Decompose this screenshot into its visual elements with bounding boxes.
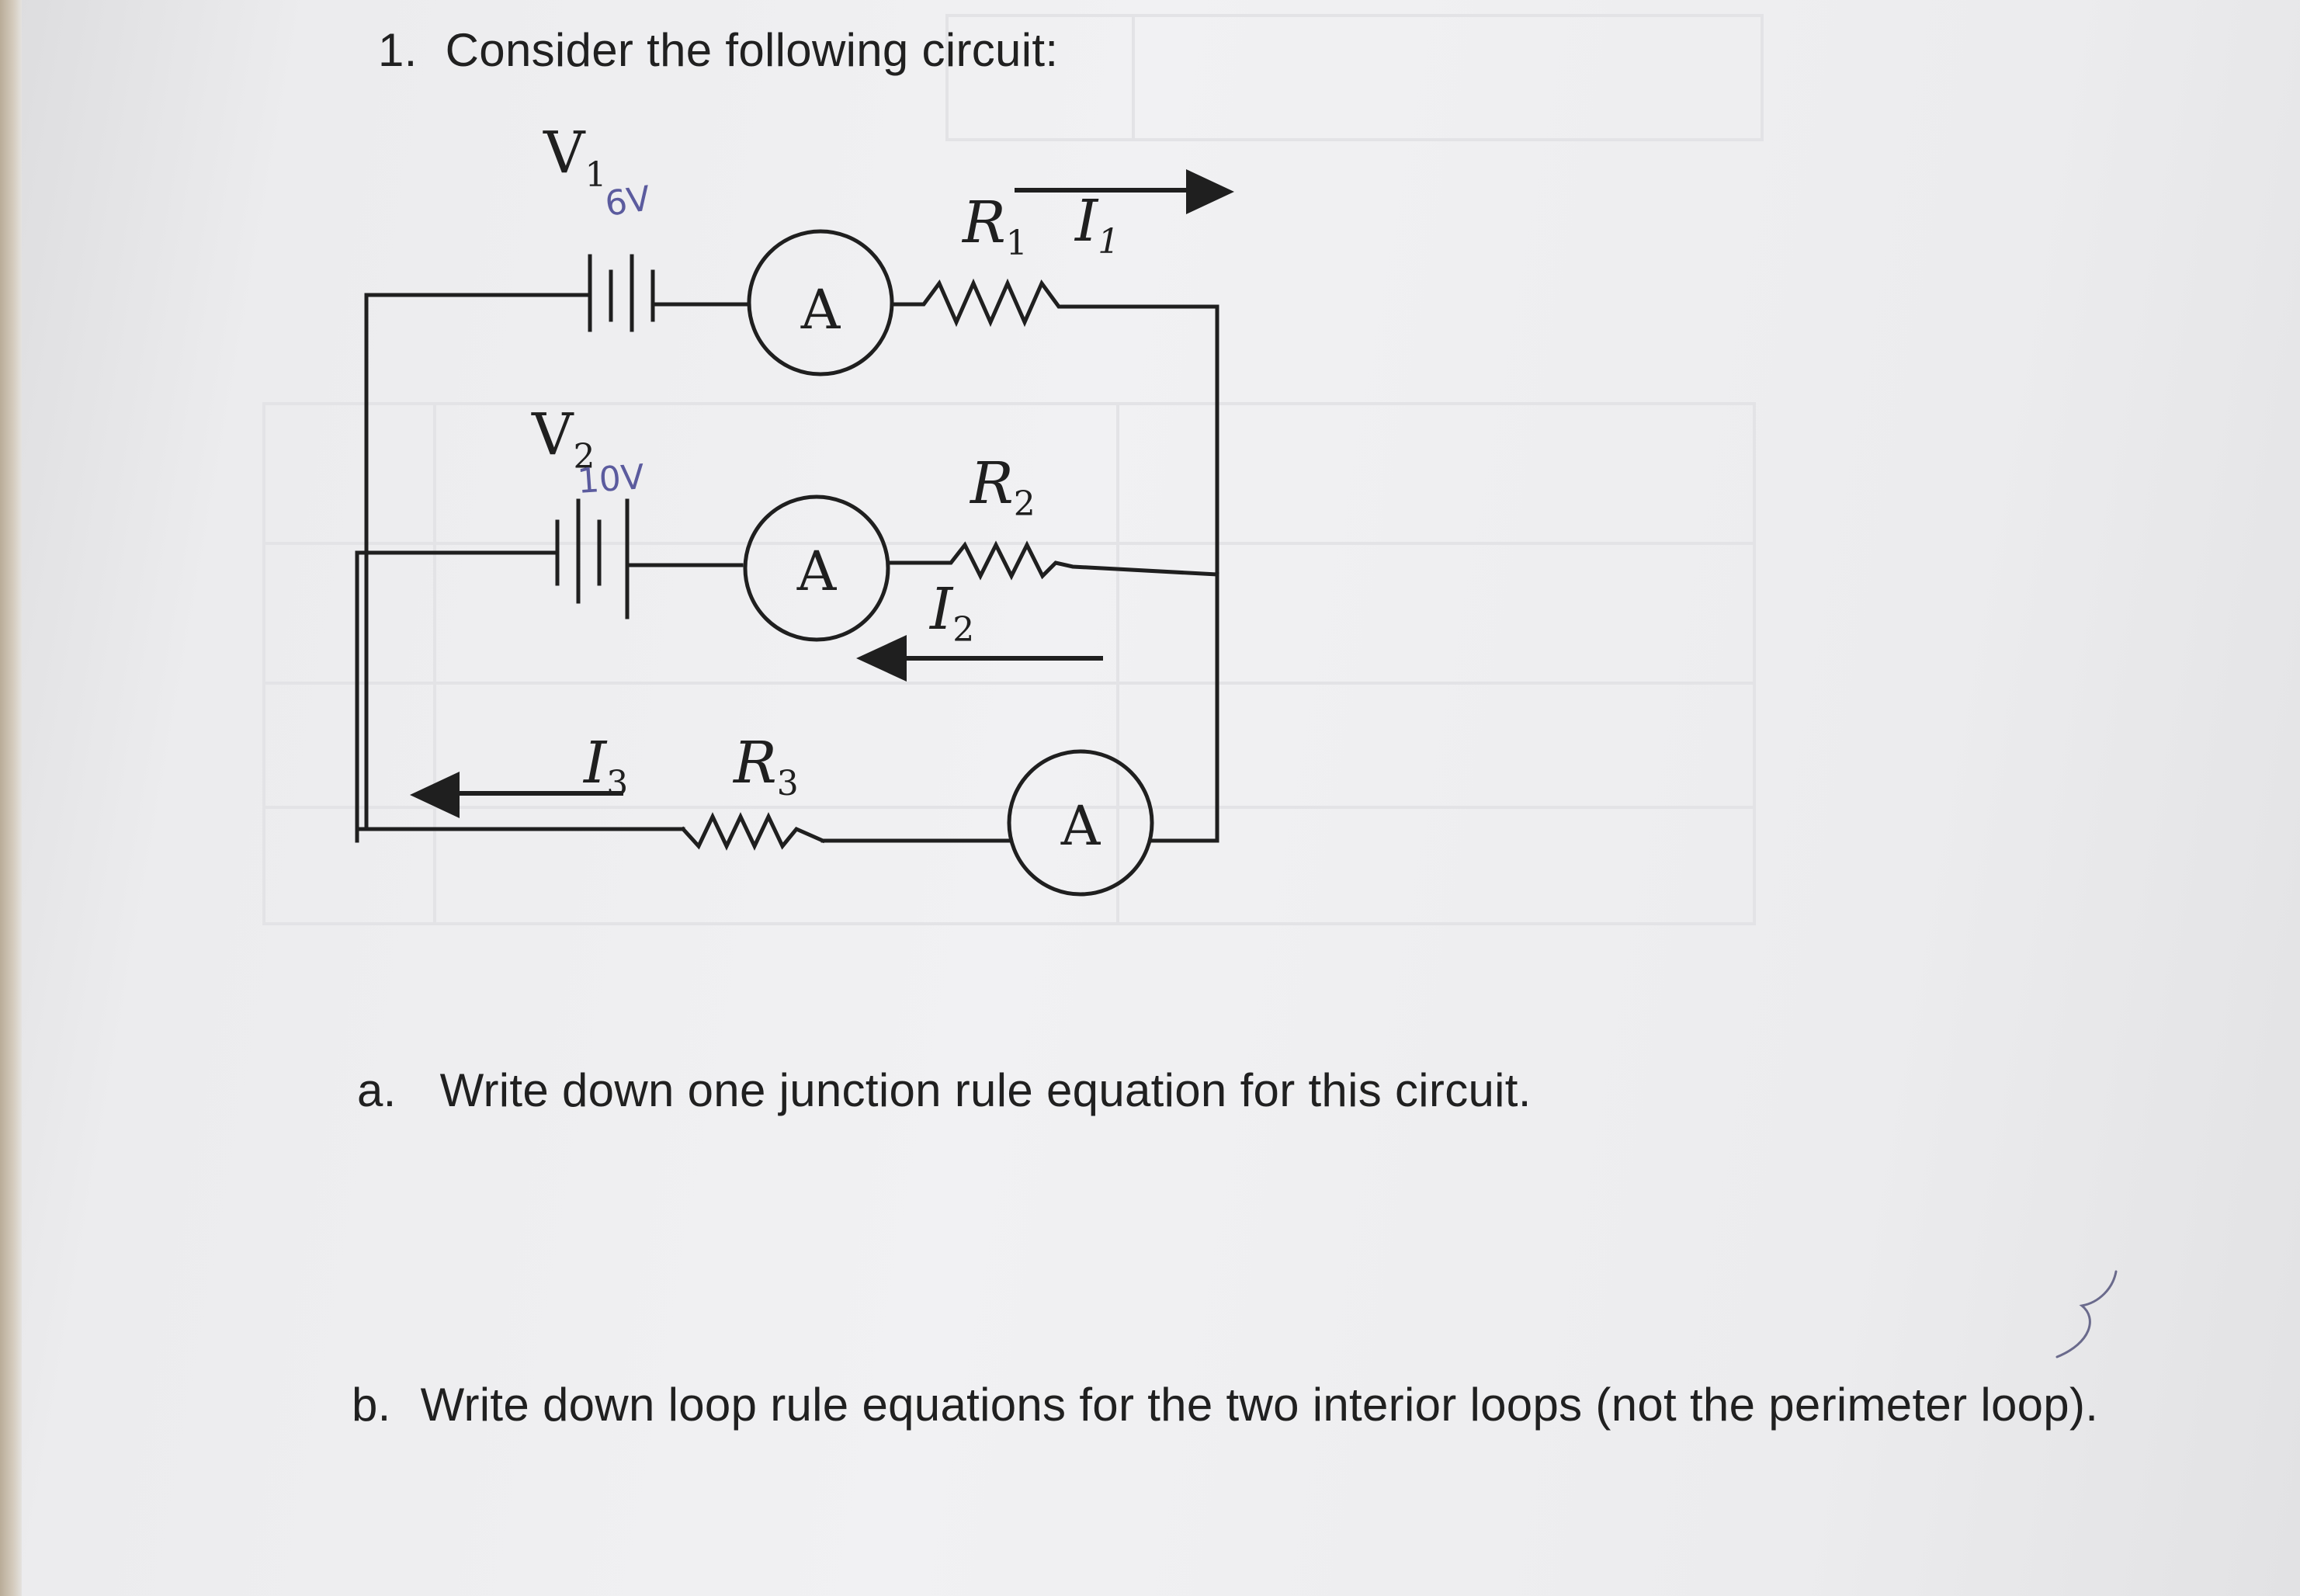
ammeter-1: A [747,229,894,376]
svg-text:A: A [796,540,838,603]
battery-v1 [568,254,749,332]
question-1: 1. Consider the following circuit: [378,23,1058,77]
question-part-a: a. Write down one junction rule equation … [357,1063,1532,1117]
part-a-text: Write down one junction rule equation fo… [439,1064,1532,1116]
battery-v2 [553,498,744,619]
r3-label: R3 [732,730,799,803]
i3-label: I3 [582,730,628,803]
v1-label: V1 [543,120,606,195]
part-b-text: Write down loop rule equations for the t… [420,1379,2099,1431]
question-text: Consider the following circuit: [445,24,1059,76]
v1-handwritten-value: 6V [602,179,653,224]
right-wire-lower [1148,564,1219,843]
right-wire-upper [1070,304,1219,577]
v2-label: V2 [531,401,595,477]
ammeter-3: A [1007,749,1154,897]
question-number: 1. [378,24,418,76]
i1-label: I1 [1074,188,1119,262]
resistor-r1 [890,278,1075,328]
svg-text:A: A [1060,794,1101,858]
r2-label: R2 [969,450,1036,524]
i2-arrow [856,635,1103,682]
question-part-b: b. Write down loop rule equations for the… [352,1378,2098,1431]
part-a-label: a. [357,1064,397,1116]
i1-arrow [1015,169,1234,214]
left-wire-top [364,293,573,831]
resistor-r2 [886,540,1219,581]
page-edge [0,0,22,1596]
v2-handwritten-value: 10V [576,457,645,501]
part-b-label: b. [352,1379,391,1431]
resistor-r3 [680,812,826,851]
pencil-mark [2055,1270,2118,1358]
i2-label: I2 [928,576,974,650]
i3-arrow [410,772,623,818]
r1-label: R1 [961,189,1028,263]
ammeter-2: A [743,494,890,642]
svg-text:A: A [800,278,841,342]
left-wire-middle [355,550,557,843]
